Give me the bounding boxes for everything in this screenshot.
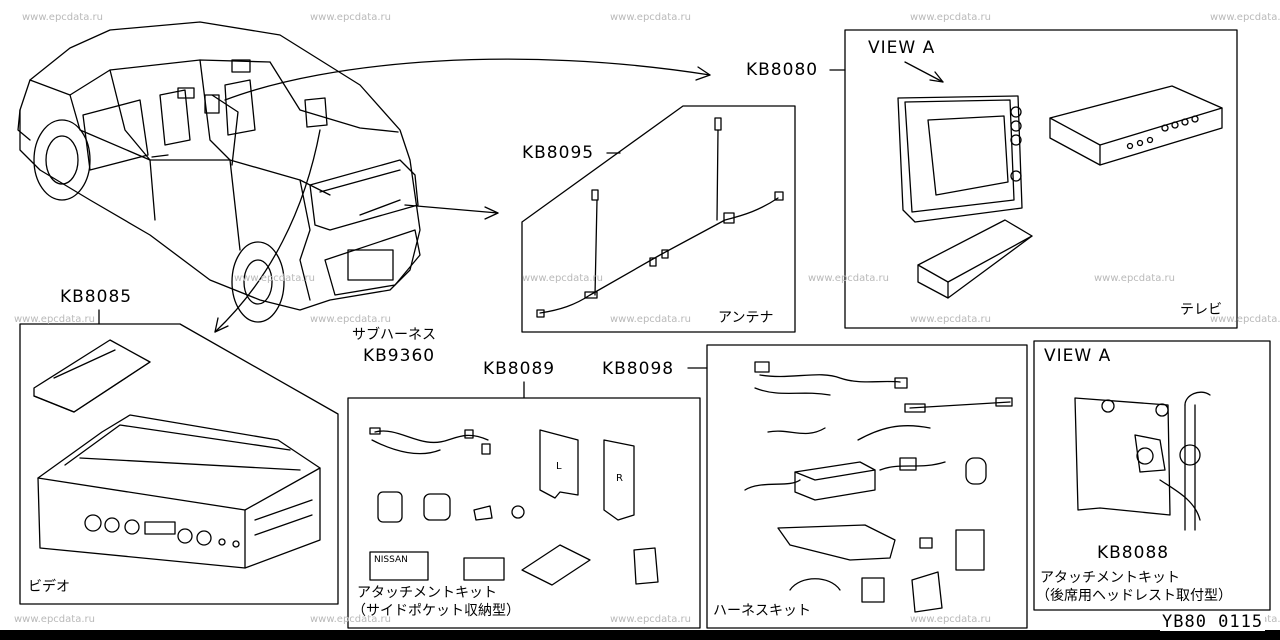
watermark: www.epcdata.ru [808,273,889,284]
diagram-code: YB80 0115 [1160,612,1266,632]
footer-bar [0,630,1280,640]
antenna-box [521,105,796,333]
headrest-kit-box [1033,340,1271,611]
side-pocket-kit-box [347,381,701,629]
part-code-kb8095: KB8095 [522,143,595,163]
watermark: www.epcdata.ru [1210,314,1280,325]
headrest-kit-sublabel: （後席用ヘッドレスト取付型） [1036,588,1232,604]
watermark: www.epcdata.ru [1210,12,1280,23]
watermark: www.epcdata.ru [910,12,991,23]
watermark: www.epcdata.ru [610,614,691,625]
watermark: www.epcdata.ru [610,12,691,23]
side-pocket-kit-sublabel: （サイドポケット収納型） [352,603,520,619]
watermark: www.epcdata.ru [910,614,991,625]
watermark: www.epcdata.ru [910,314,991,325]
arrows [214,58,711,333]
tv-label: テレビ [1180,302,1222,318]
watermark: www.epcdata.ru [610,314,691,325]
sub-harness-label: サブハーネス [352,327,436,343]
part-code-kb8098: KB8098 [602,359,675,379]
bracket-l-label: L [556,461,562,472]
video-label: ビデオ [28,579,70,595]
part-code-kb9360: KB9360 [363,346,436,366]
harness-kit-box [687,344,1028,629]
part-code-kb8089: KB8089 [483,359,556,379]
antenna-label: アンテナ [718,310,774,326]
vehicle-illustration [17,21,421,323]
part-code-kb8080: KB8080 [746,60,819,80]
watermark: www.epcdata.ru [522,273,603,284]
watermark: www.epcdata.ru [14,314,95,325]
view-a-label: VIEW A [1044,346,1112,366]
side-pocket-kit-label: アタッチメントキット [357,585,497,601]
harness-kit-label: ハーネスキット [713,603,811,619]
watermark: www.epcdata.ru [22,12,103,23]
bracket-r-label: R [616,473,623,484]
watermark: www.epcdata.ru [310,314,391,325]
part-code-kb8088: KB8088 [1097,543,1170,563]
watermark: www.epcdata.ru [310,12,391,23]
tv-box [829,29,1238,329]
watermark: www.epcdata.ru [14,614,95,625]
watermark: www.epcdata.ru [234,273,315,284]
video-box [19,309,339,605]
headrest-kit-label: アタッチメントキット [1040,570,1180,586]
watermark: www.epcdata.ru [310,614,391,625]
watermark: www.epcdata.ru [1094,273,1175,284]
view-a-label: VIEW A [868,38,936,58]
nissan-label: NISSAN [374,555,408,565]
part-code-kb8085: KB8085 [60,287,133,307]
